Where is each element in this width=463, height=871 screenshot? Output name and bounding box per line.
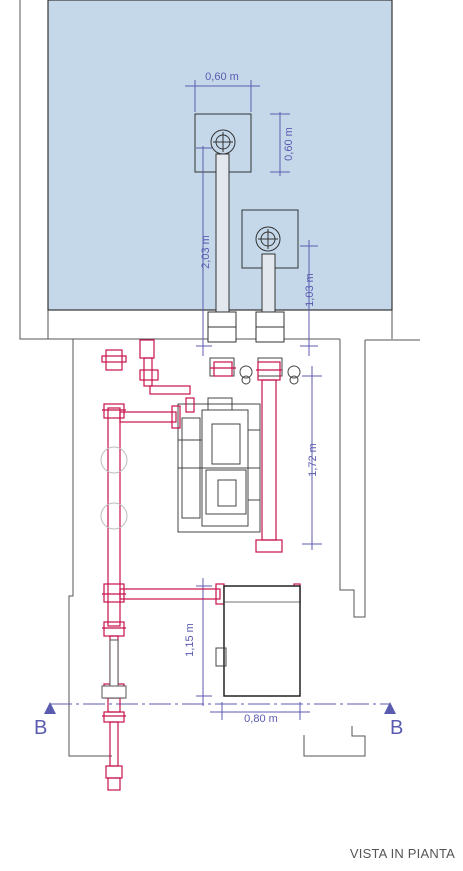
dim-vessel-depth: 1,15 m	[184, 623, 196, 657]
suction-pipes	[215, 153, 276, 313]
room-walls	[19, 0, 420, 757]
pipe-flanges	[102, 367, 282, 717]
dim-tank-depth: 0,60 m	[283, 127, 295, 161]
view-title: VISTA IN PIANTA	[349, 846, 455, 861]
dim-tank-width: 0,60 m	[205, 71, 239, 83]
dim-vessel-width: 0,80 m	[244, 713, 278, 725]
section-label-right: B	[390, 717, 403, 739]
drain-pipe	[101, 639, 127, 699]
pressure-vessel	[215, 585, 301, 697]
dim-pipe-left: 2,03 m	[200, 235, 212, 269]
section-label-left: B	[34, 717, 47, 739]
section-arrow-left	[44, 702, 56, 714]
piping-network	[101, 339, 301, 791]
sump-right	[241, 209, 299, 269]
section-arrow-right	[384, 702, 396, 714]
dim-pipe-right: 1,03 m	[304, 273, 316, 307]
dim-vertical-run: 1,72 m	[307, 443, 319, 477]
dimension-lines	[185, 80, 322, 720]
pump-fittings	[209, 357, 301, 385]
reference-circles	[100, 446, 128, 530]
wall-valves	[207, 311, 285, 343]
pump-unit	[177, 397, 261, 533]
section-line-b	[44, 702, 396, 714]
